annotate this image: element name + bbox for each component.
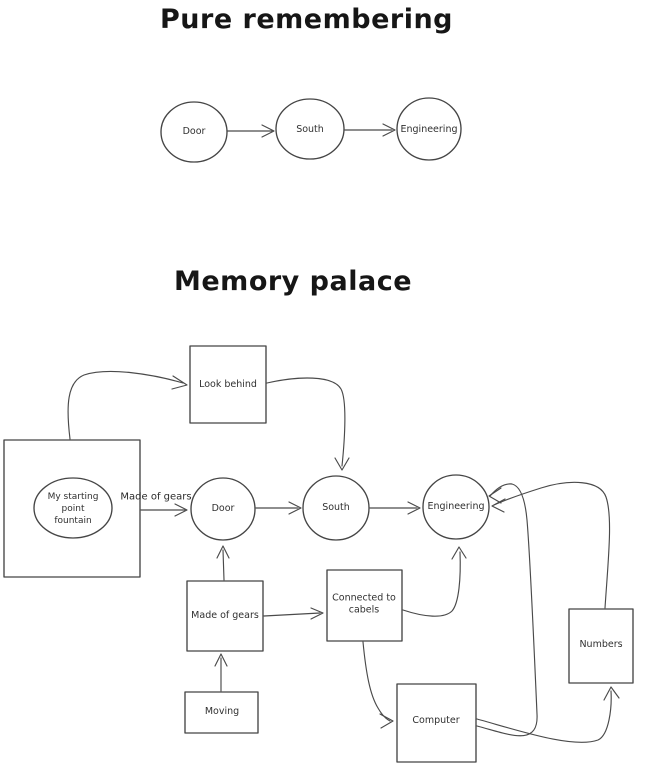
palace-fountain-label-line2: point [61, 503, 85, 514]
palace-fountain-label-line3: fountain [54, 516, 92, 527]
memory-palace-title: Memory palace [174, 266, 413, 297]
palace-numbers-label: Numbers [579, 638, 623, 650]
palace-moving-box [184, 691, 259, 734]
palace-arrow-door-south [255, 501, 302, 515]
palace-computer-box [396, 683, 477, 763]
palace-south-circle [302, 475, 370, 541]
palace-connected-box [326, 569, 403, 642]
pure-engineering-label: Engineering [400, 123, 458, 135]
pure-diagram-shapes [160, 97, 462, 163]
pure-south-label: South [296, 123, 324, 135]
palace-computer-label: Computer [412, 714, 460, 726]
palace-arrow-computer-numbers [476, 686, 620, 743]
pure-engineering-circle [396, 97, 462, 161]
pure-south-circle [275, 98, 345, 160]
palace-arrow-connected-computer [362, 641, 394, 729]
palace-arrow-connected-engineering [402, 546, 467, 617]
palace-arrow-gears-connected [263, 607, 324, 620]
palace-arrow-numbers-engineering [491, 481, 611, 609]
palace-look-behind-box [189, 345, 267, 424]
palace-moving-label: Moving [204, 705, 240, 717]
pure-door-label: Door [182, 125, 206, 137]
palace-arrow-computer-engineering [476, 483, 538, 737]
palace-south-label: South [322, 501, 350, 513]
palace-arrow-fountain-lookbehind [67, 370, 188, 440]
palace-fountain-label: My starting point fountain [48, 491, 99, 527]
palace-made-of-gears-box-label: Made of gears [191, 609, 259, 621]
palace-fountain-square [3, 439, 141, 578]
pure-door-circle [160, 101, 228, 163]
palace-engineering-label: Engineering [427, 500, 485, 512]
palace-arrow-lookbehind-south [266, 377, 350, 471]
palace-arrow-south-engineering [369, 501, 421, 515]
palace-diagram-shapes [3, 345, 634, 763]
palace-engineering-circle [422, 474, 490, 540]
palace-door-label: Door [211, 502, 235, 514]
palace-arrow-fountain-door [140, 503, 188, 517]
palace-connected-label-line2: cabels [348, 605, 380, 616]
pure-remembering-title: Pure remembering [160, 4, 454, 35]
palace-connected-label-line1: Connected to [332, 592, 396, 604]
pure-arrow-south-engineering [343, 123, 396, 137]
palace-connected-label: Connected to cabels [332, 593, 396, 618]
palace-arrow-moving-gears [214, 653, 228, 692]
palace-made-of-gears-box [186, 580, 264, 652]
palace-numbers-box [568, 608, 634, 684]
palace-made-of-gears-edge-label: Made of gears [120, 491, 192, 503]
pure-arrow-door-south [226, 124, 275, 138]
palace-look-behind-label: Look behind [199, 378, 257, 390]
palace-arrow-gears-door [216, 545, 230, 581]
palace-fountain-circle [33, 477, 113, 539]
palace-door-circle [190, 477, 256, 541]
palace-fountain-label-line1: My starting [47, 491, 99, 502]
